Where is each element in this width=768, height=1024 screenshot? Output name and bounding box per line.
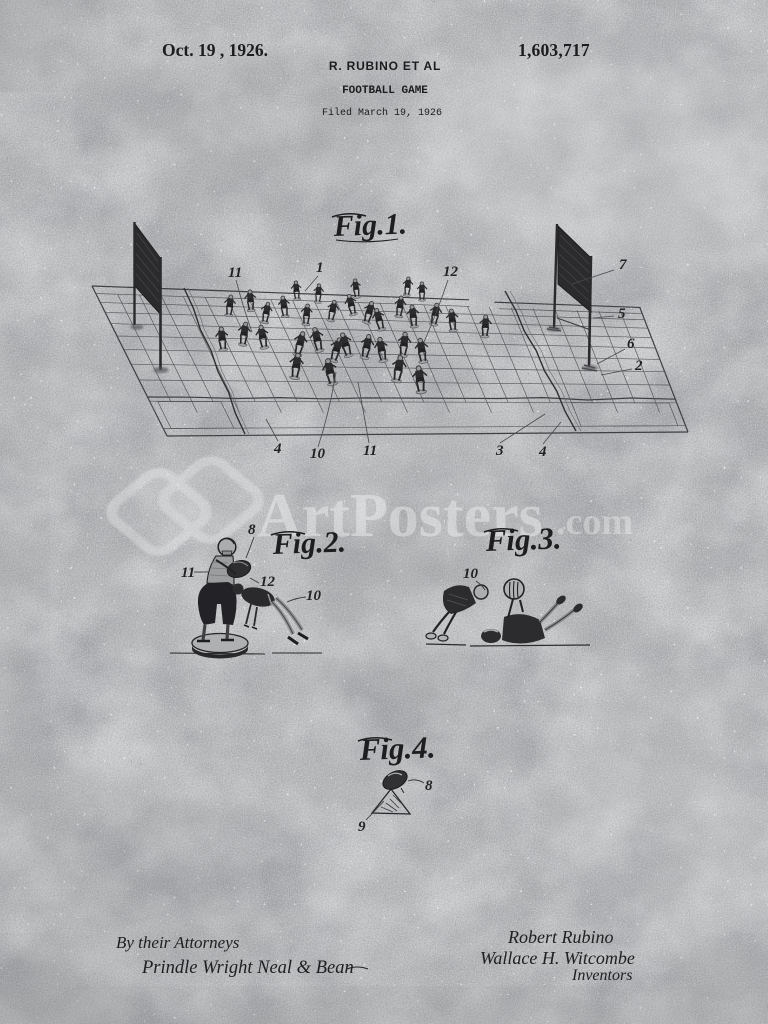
svg-text:8: 8 [425, 778, 433, 794]
svg-text:Fig.4.: Fig.4. [358, 729, 436, 767]
svg-text:11: 11 [363, 443, 377, 459]
svg-text:ArtPosters: ArtPosters [257, 482, 543, 550]
svg-text:Fig.1.: Fig.1. [332, 207, 407, 243]
svg-text:Robert Rubino: Robert Rubino [507, 927, 614, 947]
svg-text:1: 1 [316, 260, 324, 276]
svg-text:6: 6 [627, 336, 635, 352]
svg-text:.com: .com [556, 501, 633, 543]
svg-text:4: 4 [273, 441, 282, 457]
svg-text:11: 11 [228, 265, 242, 281]
svg-text:Prindle Wright Neal & Bean: Prindle Wright Neal & Bean [141, 958, 354, 978]
svg-text:Oct. 19 , 1926.: Oct. 19 , 1926. [162, 40, 268, 60]
svg-text:Wallace H. Witcombe: Wallace H. Witcombe [480, 948, 635, 968]
svg-text:3: 3 [495, 443, 504, 459]
svg-text:1,603,717: 1,603,717 [518, 40, 590, 60]
svg-text:Fig.3.: Fig.3. [484, 520, 562, 558]
svg-text:7: 7 [619, 257, 627, 273]
svg-text:Inventors: Inventors [571, 967, 632, 984]
svg-text:2: 2 [634, 358, 643, 374]
svg-text:Fig.2.: Fig.2. [271, 525, 346, 561]
svg-text:FOOTBALL GAME: FOOTBALL GAME [342, 85, 428, 97]
svg-text:4: 4 [538, 444, 547, 460]
svg-text:11: 11 [181, 565, 195, 581]
svg-text:10: 10 [310, 446, 326, 462]
svg-text:10: 10 [463, 566, 479, 582]
svg-text:10: 10 [306, 588, 322, 604]
svg-text:8: 8 [248, 522, 256, 538]
svg-text:Filed March 19, 1926: Filed March 19, 1926 [322, 107, 442, 119]
svg-text:9: 9 [358, 819, 366, 835]
svg-text:By their Attorneys: By their Attorneys [116, 933, 240, 952]
svg-text:12: 12 [260, 574, 276, 590]
svg-text:5: 5 [618, 306, 626, 322]
svg-text:R. RUBINO ET AL: R. RUBINO ET AL [329, 59, 441, 73]
svg-text:12: 12 [443, 264, 459, 280]
